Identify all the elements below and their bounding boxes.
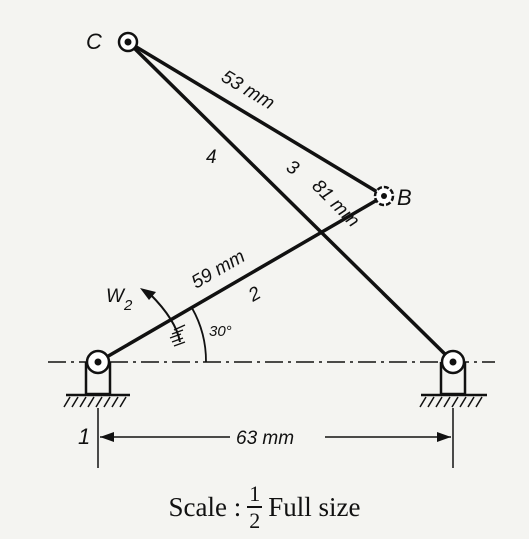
label-length-cb: 53 mm <box>217 66 278 114</box>
label-ground-span: 63 mm <box>236 428 294 449</box>
joint-b <box>373 185 395 207</box>
right-ground-support <box>419 349 487 408</box>
label-ground-link: 1 <box>78 424 90 449</box>
scale-suffix: Full size <box>268 491 361 522</box>
label-length-ab: 59 mm <box>188 246 249 293</box>
scale-fraction: 1 2 <box>247 480 263 533</box>
label-joint-b: B <box>397 185 412 210</box>
scale-denominator: 2 <box>249 507 261 533</box>
scale-prefix: Scale : <box>168 491 242 522</box>
label-joint-c: C <box>86 29 102 54</box>
angle-arc <box>191 307 207 363</box>
label-link-3: 3 <box>282 156 302 180</box>
link-2-crank <box>97 194 385 364</box>
label-link-4: 4 <box>206 147 217 168</box>
scale-numerator: 1 <box>247 480 263 508</box>
link-4-rocker <box>126 40 455 364</box>
label-link-2: 2 <box>244 283 265 307</box>
scale-note: Scale : 1 2 Full size <box>0 476 529 538</box>
label-omega: W <box>106 286 126 307</box>
angular-velocity-arrow <box>140 288 186 347</box>
joint-c <box>117 31 139 53</box>
link-3-coupler <box>127 40 385 198</box>
ground-dimension <box>97 408 454 468</box>
diagram-canvas: C B 53 mm 3 4 81 mm 59 mm 2 W 2 30° 1 63… <box>48 29 495 468</box>
label-angle: 30° <box>209 323 232 340</box>
label-omega-subscript: 2 <box>123 297 133 314</box>
left-ground-support <box>63 349 130 408</box>
